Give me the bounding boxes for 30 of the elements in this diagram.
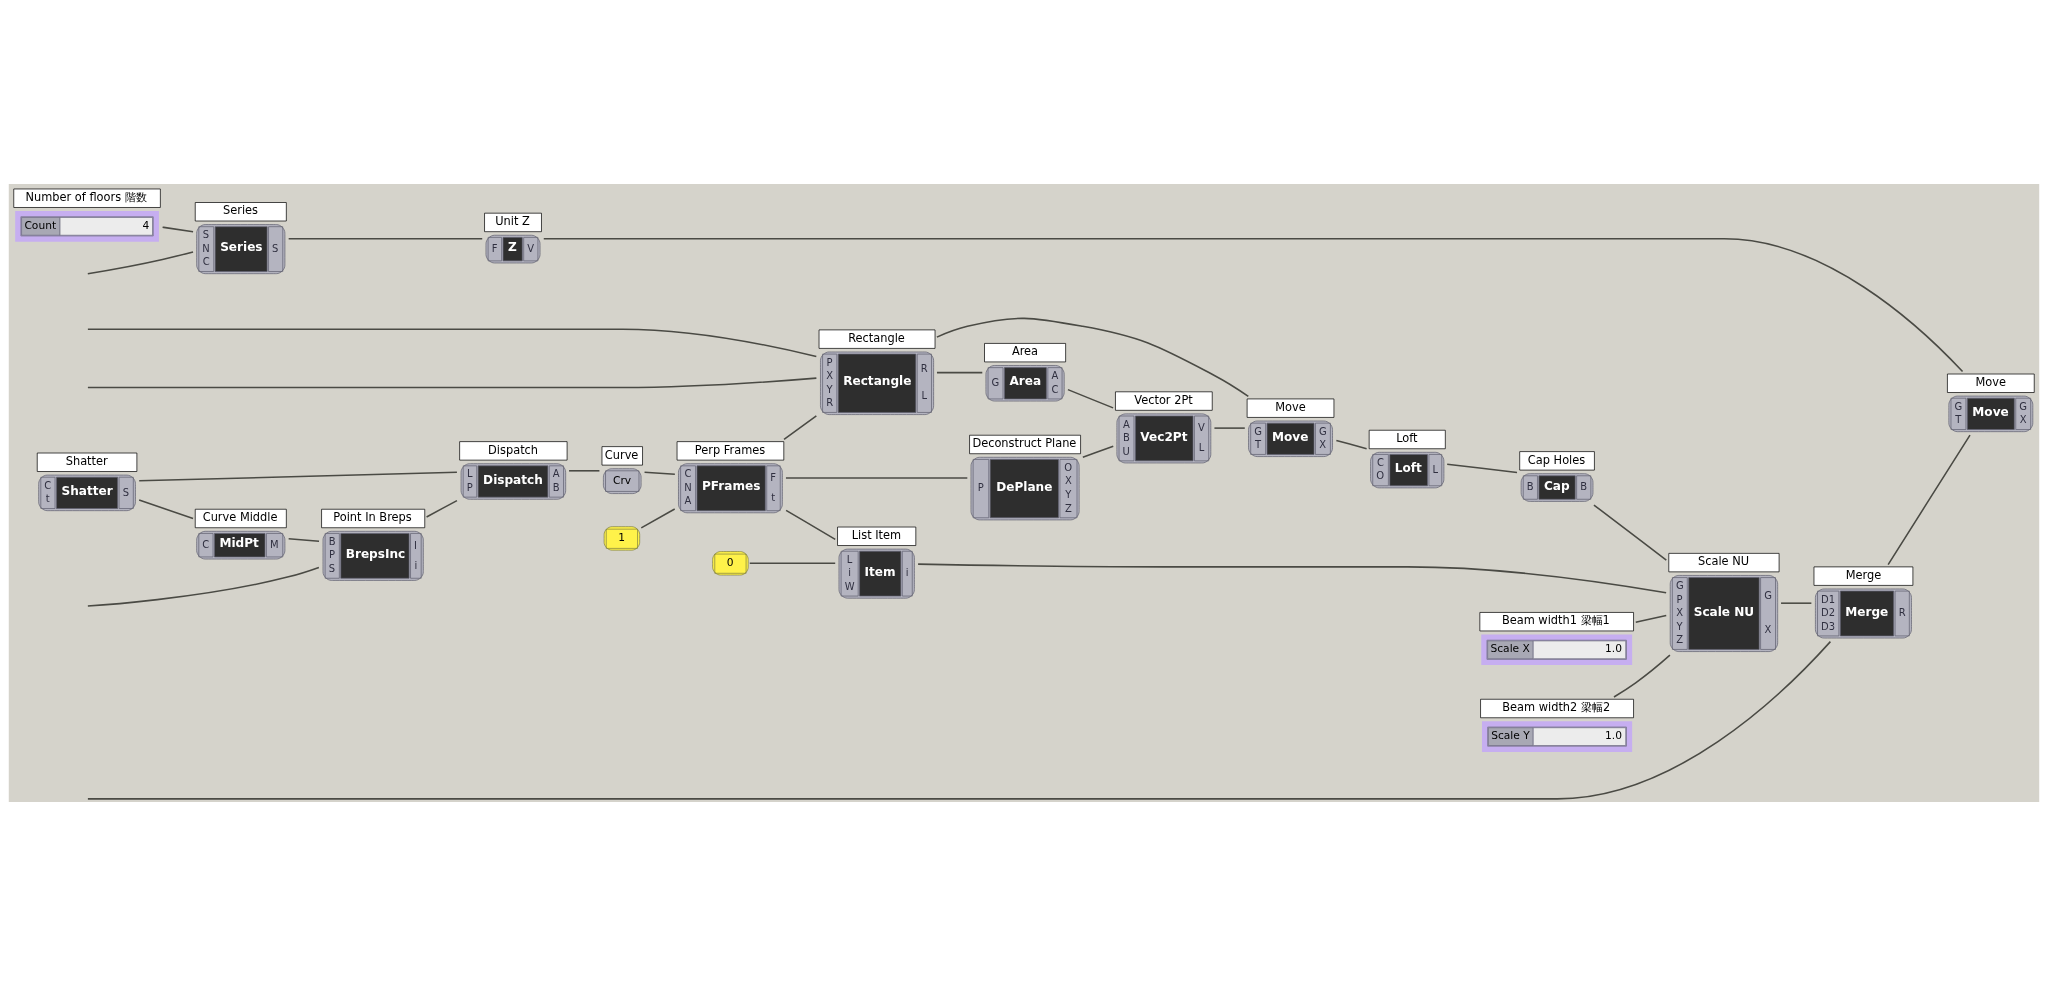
connector (568, 470, 601, 472)
connector (287, 537, 320, 542)
connector (87, 377, 818, 389)
connector (425, 499, 458, 518)
connector (287, 238, 483, 240)
connector (1082, 445, 1115, 458)
connector (87, 328, 818, 358)
connector (1613, 654, 1671, 698)
connector (1067, 388, 1114, 409)
connector (161, 226, 194, 233)
connector (1213, 427, 1246, 429)
connector (87, 566, 320, 607)
connector (1635, 614, 1668, 624)
connector (138, 471, 458, 482)
connector (936, 371, 984, 374)
connector (783, 415, 818, 441)
connector (1780, 602, 1813, 604)
connector (138, 499, 194, 520)
connector (87, 251, 194, 275)
connector (1887, 434, 1971, 566)
connector (749, 562, 836, 565)
connector (1446, 463, 1518, 474)
connector (785, 477, 969, 479)
connector (643, 471, 676, 476)
connector (543, 238, 1964, 373)
connector (1593, 504, 1668, 561)
connector (917, 563, 1667, 594)
connector (1335, 439, 1368, 450)
connector (785, 509, 837, 541)
connector (640, 508, 676, 529)
